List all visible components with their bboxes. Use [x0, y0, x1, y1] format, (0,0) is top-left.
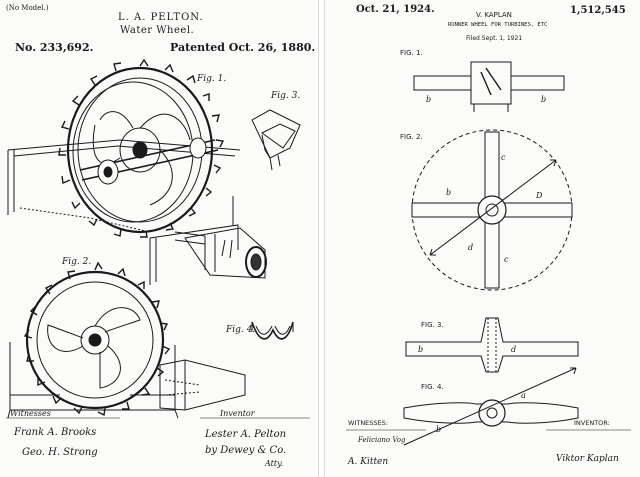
- kaplan-ref-D-fig2: D: [535, 191, 543, 200]
- pelton-inventor-label: Inventor: [220, 409, 255, 418]
- kaplan-fig3-label: FIG. 3.: [421, 321, 444, 329]
- fig1-nozzle: [174, 227, 267, 279]
- kaplan-patent-number: 1,512,545: [570, 5, 626, 16]
- fig2-wheel: [7, 261, 179, 419]
- pelton-witnesses-label: Witnesses: [10, 409, 51, 418]
- kaplan-ref-d-fig2: d: [468, 243, 473, 252]
- kaplan-ref-b-fig3: b: [418, 345, 423, 354]
- pelton-inventor-name: L. A. PELTON.: [118, 12, 204, 23]
- kaplan-fig3: [405, 317, 579, 373]
- pelton-fig3-label: Fig. 3.: [271, 91, 301, 101]
- kaplan-ref-d-fig3: d: [511, 345, 516, 354]
- fig3-bucket: [251, 109, 301, 171]
- kaplan-date: Oct. 21, 1924.: [356, 4, 435, 15]
- kaplan-filed-date: Filed Sept. 1, 1921: [466, 35, 523, 42]
- kaplan-fig2: [411, 129, 573, 291]
- kaplan-witness-signature-2: A. Kitten: [348, 457, 389, 467]
- pelton-attorney-signature: by Dewey & Co.: [205, 445, 287, 456]
- kaplan-inventor-name: V. KAPLAN: [476, 11, 512, 19]
- pelton-fig2-label: Fig. 2.: [62, 257, 92, 267]
- kaplan-fig4-label: FIG. 4.: [421, 383, 444, 391]
- kaplan-witness-signature-1: Feliciano Vog: [358, 436, 406, 444]
- fig1-wheel: [58, 58, 225, 238]
- kaplan-fig4: [403, 367, 579, 446]
- fig2-nozzle: [159, 359, 246, 411]
- kaplan-ref-b-fig1-right: b: [541, 95, 546, 104]
- kaplan-ref-b-fig4: b: [436, 425, 441, 434]
- pelton-patent-date: Patented Oct. 26, 1880.: [170, 41, 316, 54]
- kaplan-patent-sheet: Oct. 21, 1924. V. KAPLAN 1,512,545 RUNNE…: [326, 0, 640, 477]
- pelton-patent-sheet: (No Model.) L. A. PELTON. Water Wheel. N…: [0, 0, 317, 477]
- fig4-bucket-profile: [251, 321, 294, 340]
- pelton-drawing: [6, 58, 310, 419]
- pelton-inventor-signature: Lester A. Pelton: [205, 429, 287, 440]
- pelton-witness-signature-2: Geo. H. Strong: [22, 447, 98, 458]
- kaplan-fig1: [413, 61, 565, 112]
- sheet-divider: [318, 0, 325, 477]
- kaplan-inventor-signature: Viktor Kaplan: [556, 454, 619, 464]
- pelton-witness-signature-1: Frank A. Brooks: [14, 427, 97, 438]
- pelton-attorney-suffix: Atty.: [265, 459, 284, 468]
- kaplan-drawing: b b b D c d c b d a b: [346, 61, 631, 446]
- pelton-patent-number: No. 233,692.: [15, 41, 94, 54]
- kaplan-witnesses-label: WITNESSES:: [348, 419, 388, 427]
- kaplan-ref-b-fig2: b: [446, 188, 451, 197]
- pelton-fig1-label: Fig. 1.: [197, 74, 227, 84]
- kaplan-ref-b-fig1: b: [426, 95, 431, 104]
- kaplan-inventor-label: INVENTOR:: [574, 419, 610, 427]
- kaplan-title: RUNNER WHEEL FOR TURBINES, ETC: [448, 22, 548, 28]
- kaplan-ref-c-fig2-lower: c: [504, 255, 509, 264]
- pelton-title: Water Wheel.: [120, 25, 195, 36]
- kaplan-ref-c-fig2: c: [501, 153, 506, 162]
- pelton-fig4-label: Fig. 4.: [226, 325, 256, 335]
- kaplan-fig1-label: FIG. 1.: [400, 49, 423, 57]
- kaplan-ref-a-fig4: a: [521, 391, 526, 400]
- model-note: (No Model.): [6, 4, 49, 12]
- kaplan-fig2-label: FIG. 2.: [400, 133, 423, 141]
